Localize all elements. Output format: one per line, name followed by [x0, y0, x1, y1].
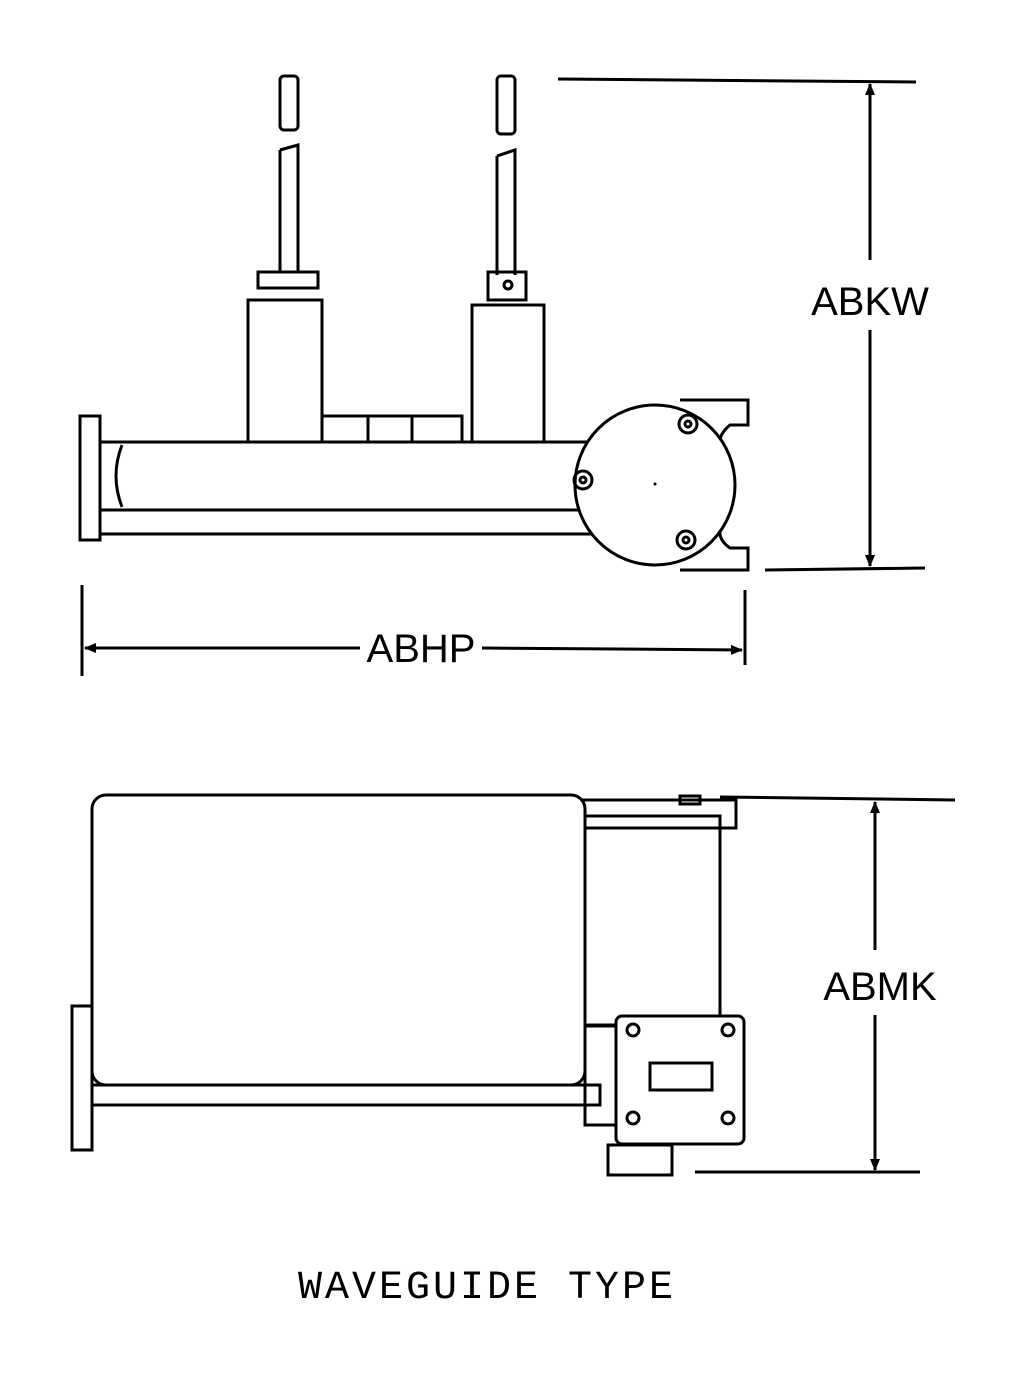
bottom-rail [98, 508, 592, 536]
diagram-title: WAVEGUIDE TYPE [298, 1266, 676, 1311]
right-cylinder [470, 303, 546, 444]
left-flange [78, 414, 102, 542]
main-housing [90, 793, 587, 1087]
middle-block [320, 414, 464, 444]
dimension-abhp [80, 585, 747, 676]
side-cylinder [578, 814, 722, 1028]
right-nut [486, 270, 528, 302]
waveguide-slot [648, 1061, 714, 1092]
right-rod [495, 74, 517, 275]
label-abmk: ABMK [823, 965, 937, 1009]
main-tube [98, 440, 602, 512]
left-nut [256, 270, 320, 290]
bottom-rail-2 [90, 1083, 602, 1107]
left-flange-2 [70, 1004, 94, 1152]
dimension-abkw [557, 77, 926, 572]
top-flange [576, 798, 738, 830]
bottom-view [70, 793, 746, 1177]
waveguide-flange [614, 1014, 746, 1146]
left-cylinder [246, 298, 324, 444]
dimension-abmk [695, 795, 956, 1174]
label-abhp: ABHP [367, 627, 476, 671]
bottom-block [606, 1143, 674, 1177]
label-abkw: ABKW [811, 280, 929, 324]
top-view [78, 74, 750, 572]
left-rod [278, 74, 300, 272]
